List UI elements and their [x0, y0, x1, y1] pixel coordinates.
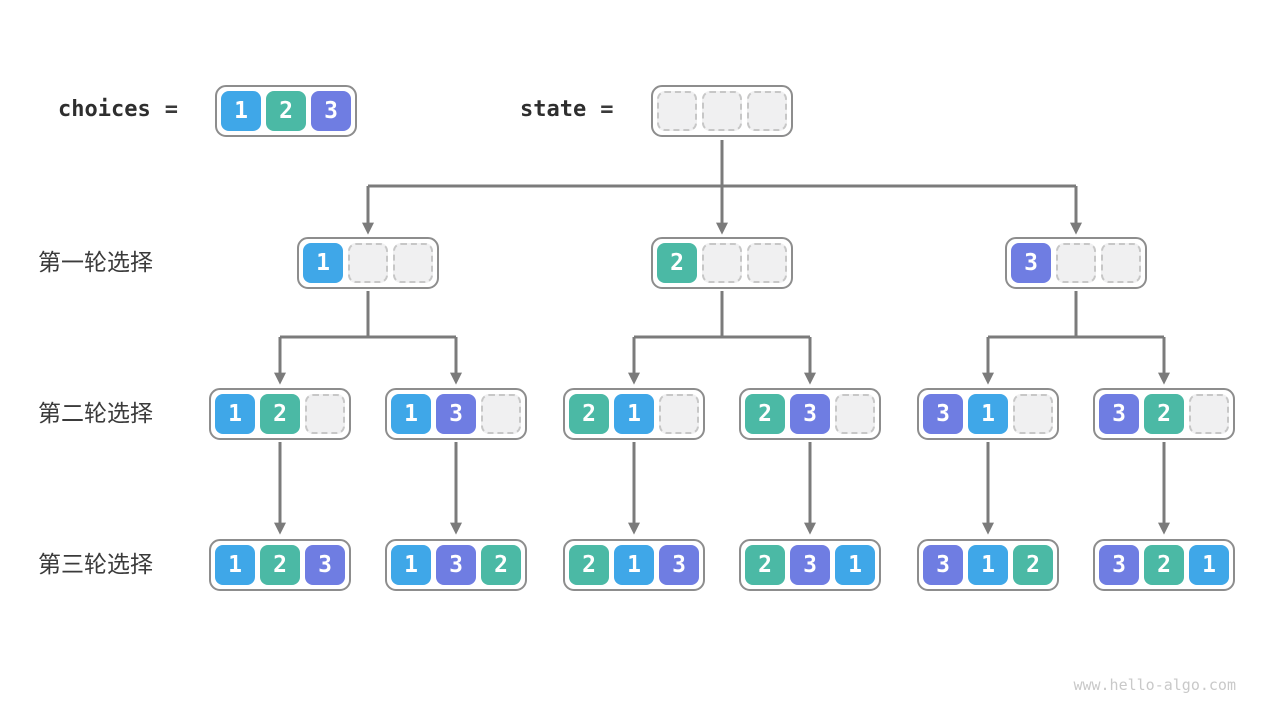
array-cell: 3 — [923, 394, 963, 434]
array-cell: 1 — [303, 243, 343, 283]
array-cell: 1 — [215, 394, 255, 434]
array-cell: 3 — [790, 545, 830, 585]
array-cell: 1 — [835, 545, 875, 585]
state-box-round2-e: 3 1 — [917, 388, 1059, 440]
array-cell: 3 — [659, 545, 699, 585]
watermark-text: www.hello-algo.com — [1073, 676, 1236, 694]
array-cell: 2 — [1144, 545, 1184, 585]
equals-sign: = — [600, 97, 614, 122]
state-box-round3-c: 2 1 3 — [563, 539, 705, 591]
array-cell — [1189, 394, 1229, 434]
array-cell — [481, 394, 521, 434]
array-cell: 2 — [569, 545, 609, 585]
array-cell — [305, 394, 345, 434]
array-cell: 1 — [614, 394, 654, 434]
array-cell — [747, 91, 787, 131]
choices-array: 1 2 3 — [215, 85, 357, 137]
state-box-round1-a: 1 — [297, 237, 439, 289]
state-label: state = — [520, 97, 613, 122]
choices-label: choices = — [58, 97, 178, 122]
array-cell: 3 — [1099, 545, 1139, 585]
array-cell: 2 — [745, 394, 785, 434]
array-cell: 1 — [221, 91, 261, 131]
state-box-round1-b: 2 — [651, 237, 793, 289]
array-cell: 2 — [569, 394, 609, 434]
equals-sign: = — [164, 97, 178, 122]
state-box-round2-c: 2 1 — [563, 388, 705, 440]
connector-root-to-round1 — [362, 140, 1082, 235]
state-box-round2-d: 2 3 — [739, 388, 881, 440]
state-box-round2-b: 1 3 — [385, 388, 527, 440]
array-cell: 1 — [215, 545, 255, 585]
array-cell: 3 — [1099, 394, 1139, 434]
array-cell — [1101, 243, 1141, 283]
state-array-root — [651, 85, 793, 137]
array-cell: 2 — [481, 545, 521, 585]
state-box-round2-f: 3 2 — [1093, 388, 1235, 440]
array-cell: 2 — [745, 545, 785, 585]
array-cell: 3 — [790, 394, 830, 434]
state-box-round3-a: 1 2 3 — [209, 539, 351, 591]
array-cell — [659, 394, 699, 434]
connector-round2-to-round3 — [274, 442, 1170, 535]
array-cell — [1013, 394, 1053, 434]
array-cell — [702, 91, 742, 131]
state-box-round3-e: 3 1 2 — [917, 539, 1059, 591]
array-cell: 3 — [436, 394, 476, 434]
round3-label: 第三轮选择 — [38, 552, 153, 578]
array-cell: 3 — [923, 545, 963, 585]
array-cell: 2 — [1013, 545, 1053, 585]
state-box-round3-f: 3 2 1 — [1093, 539, 1235, 591]
connector-round1-to-round2 — [274, 291, 1170, 385]
array-cell — [747, 243, 787, 283]
array-cell: 1 — [1189, 545, 1229, 585]
array-cell: 1 — [391, 545, 431, 585]
array-cell: 2 — [260, 394, 300, 434]
state-box-round3-d: 2 3 1 — [739, 539, 881, 591]
array-cell: 3 — [1011, 243, 1051, 283]
state-box-round3-b: 1 3 2 — [385, 539, 527, 591]
array-cell — [657, 91, 697, 131]
array-cell: 1 — [968, 545, 1008, 585]
array-cell: 1 — [968, 394, 1008, 434]
array-cell: 1 — [614, 545, 654, 585]
array-cell — [1056, 243, 1096, 283]
array-cell — [835, 394, 875, 434]
state-box-round2-a: 1 2 — [209, 388, 351, 440]
array-cell: 2 — [1144, 394, 1184, 434]
array-cell: 2 — [266, 91, 306, 131]
array-cell: 3 — [436, 545, 476, 585]
round2-label: 第二轮选择 — [38, 401, 153, 427]
array-cell: 2 — [260, 545, 300, 585]
array-cell: 3 — [311, 91, 351, 131]
round1-label: 第一轮选择 — [38, 250, 153, 276]
state-label-text: state — [520, 97, 587, 122]
choices-label-text: choices — [58, 97, 151, 122]
array-cell: 3 — [305, 545, 345, 585]
state-box-round1-c: 3 — [1005, 237, 1147, 289]
array-cell — [702, 243, 742, 283]
array-cell — [393, 243, 433, 283]
array-cell: 1 — [391, 394, 431, 434]
array-cell: 2 — [657, 243, 697, 283]
array-cell — [348, 243, 388, 283]
